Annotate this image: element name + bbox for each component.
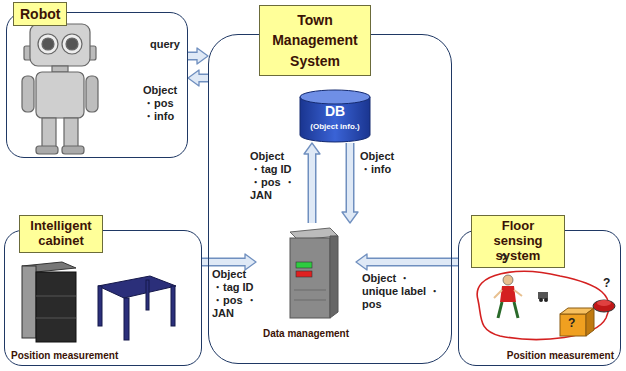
edge-label: Object ・info: [360, 150, 398, 176]
system-panel: Town Management SystemDB(Object info.)Da…: [208, 34, 452, 364]
server-node: Data management: [256, 223, 356, 339]
panel-title: Floor sensing system: [471, 215, 565, 268]
panel-caption: Position measurement: [507, 350, 614, 361]
edge-label: query: [150, 38, 183, 51]
flow-arrow: [342, 143, 358, 223]
edge-label: Object ・tag ID ・pos ・JAN: [212, 268, 260, 320]
panel-caption: Position measurement: [11, 350, 118, 361]
flow-arrow: [188, 70, 208, 86]
table-figure: [98, 276, 176, 340]
database-cylinder: DB (Object info.): [299, 89, 371, 143]
panel-title: Intelligent cabinet: [19, 215, 103, 253]
question-mark: ?: [568, 316, 575, 330]
database-note: (Object info.): [299, 122, 371, 131]
flow-arrow: [356, 254, 458, 270]
question-mark: ?: [500, 252, 507, 266]
floor-panel: Floor sensing systemPosition measurement: [458, 230, 621, 366]
server-caption: Data management: [256, 328, 356, 339]
flow-arrow: [202, 254, 256, 270]
database-name: DB: [299, 103, 371, 119]
flow-arrow: [188, 48, 208, 64]
robot-figure: [22, 24, 98, 154]
edge-label: Object ・tag ID ・pos ・JAN: [250, 150, 298, 202]
cabinet-panel: Intelligent cabinetPosition measurement: [4, 230, 202, 366]
panel-title: Town Management System: [259, 5, 371, 76]
cabinet-figure: [22, 262, 76, 342]
edge-label: Object ・pos ・info: [143, 84, 181, 123]
edge-label: Object ・unique label ・pos: [362, 272, 444, 311]
floor-sensing-figure: [477, 271, 615, 339]
server-figure: [290, 228, 338, 318]
flow-arrow: [304, 143, 320, 223]
panel-title: Robot: [13, 2, 67, 26]
question-mark: ?: [603, 276, 610, 290]
